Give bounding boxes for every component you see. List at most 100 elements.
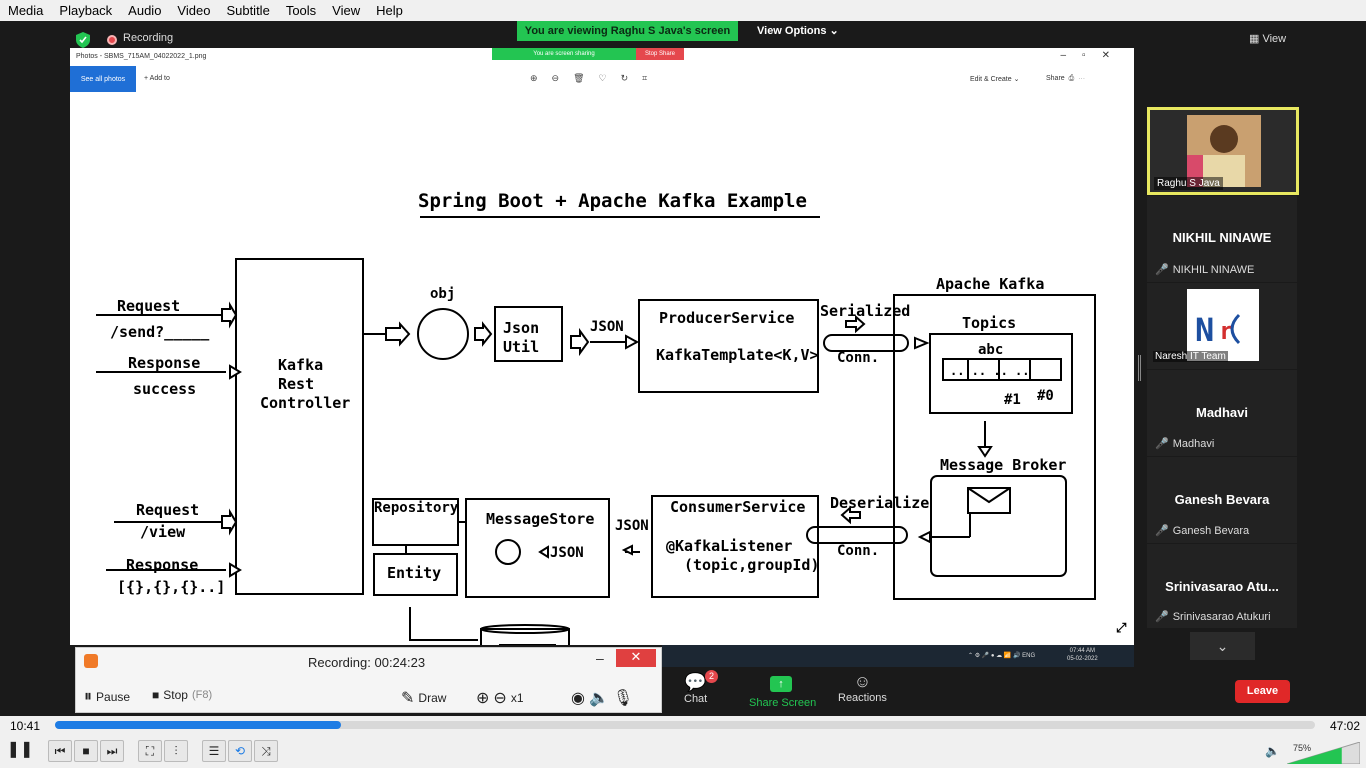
recorder-minimize-button[interactable]: – [596, 650, 604, 666]
json-label-1: JSON [590, 319, 624, 335]
menu-subtitle[interactable]: Subtitle [226, 3, 270, 18]
edit-create-label: Edit & Create [970, 76, 1012, 83]
window-controls[interactable]: –▫✕ [1060, 50, 1126, 61]
participant-small-name: Srinivasarao Atukuri [1172, 611, 1271, 623]
menu-view[interactable]: View [332, 3, 361, 18]
participant-big-name: Madhavi [1195, 405, 1248, 420]
participant-big-name: Ganesh Bevara [1174, 492, 1270, 507]
topic-abc-label: abc [978, 342, 1003, 358]
svg-text:N: N [1195, 311, 1214, 349]
obj-label: obj [430, 286, 455, 302]
participant-tile[interactable]: NIKHIL NINAWE 🎤NIKHIL NINAWE [1147, 196, 1297, 282]
listener-args-label: (topic,groupId) [684, 556, 819, 574]
share-screen-icon[interactable]: ↑ [770, 676, 792, 692]
extended-settings-button[interactable]: ⫶ [164, 740, 188, 762]
panel-resize-handle[interactable] [1138, 355, 1141, 381]
language-indicator: ENG [1022, 653, 1036, 659]
volume-percent: 75% [1293, 743, 1312, 753]
mic-off-icon: 🎤 [1155, 438, 1169, 450]
menu-media[interactable]: Media [8, 3, 44, 18]
system-tray[interactable]: ⌃ ⚙ 🎤 ● ☁ 📶 🔊 ENG [968, 653, 1036, 659]
reactions-button[interactable]: ☺ Reactions [838, 672, 887, 704]
photo-tools[interactable]: ⊕⊖🗑♡↻⌗ [530, 73, 662, 83]
speaker-icon[interactable]: 🔈 [588, 690, 609, 707]
zoom-controls[interactable]: ⊕⊖x1 [476, 688, 524, 708]
menu-audio[interactable]: Audio [128, 3, 162, 18]
svg-text:r: r [1219, 317, 1233, 345]
participant-tile[interactable]: Madhavi 🎤Madhavi [1147, 370, 1297, 456]
clock-date: 05-02-2022 [1067, 656, 1098, 662]
view-button[interactable]: ▦ View [1249, 32, 1286, 45]
seek-bar-fill [55, 721, 342, 729]
share-label: Share [1046, 75, 1065, 82]
participant-small-name: Madhavi [1172, 438, 1215, 450]
participant-tile[interactable]: Ganesh Bevara 🎤Ganesh Bevara [1147, 457, 1297, 543]
reactions-label: Reactions [838, 692, 887, 704]
pause-play-button[interactable]: ❚❚ [6, 741, 34, 758]
edit-create-button[interactable]: Edit & Create ⌄ [970, 76, 1020, 83]
serialized-label: Serialized [820, 302, 910, 320]
add-to-label: Add to [149, 75, 170, 82]
stop-share-button[interactable]: Stop Share [636, 48, 684, 60]
volume-icon[interactable]: 🔈 [1265, 744, 1280, 758]
menu-tools[interactable]: Tools [285, 3, 317, 18]
loop-button[interactable]: ⟲ [228, 740, 252, 762]
recording-timer: Recording: 00:24:23 [308, 655, 426, 670]
seek-bar[interactable] [55, 721, 1315, 729]
viewing-banner: You are viewing Raghu S Java's screen [517, 21, 738, 41]
leave-button[interactable]: Leave [1235, 680, 1290, 703]
view-options-label: View Options [757, 25, 827, 37]
playlist-button[interactable]: ☰ [202, 740, 226, 762]
share-screen-label[interactable]: Share Screen [749, 697, 817, 709]
share-button[interactable]: Share ⎙ ⋯ [1046, 75, 1086, 82]
next-button[interactable]: ⏭ [100, 740, 124, 762]
conn-label-1: Conn. [837, 350, 879, 366]
active-speaker-tile[interactable]: Raghu S Java [1147, 107, 1299, 195]
participant-small-name: Naresh IT Team [1153, 351, 1228, 362]
entity-label: Entity [387, 564, 441, 582]
menu-help[interactable]: Help [376, 3, 403, 18]
shuffle-button[interactable]: ⤨ [254, 740, 278, 762]
participant-tile[interactable]: N r Naresh IT Team [1147, 283, 1297, 369]
mic-off-icon: 🎤 [1155, 611, 1169, 623]
chat-button[interactable]: 💬 Chat [684, 672, 707, 705]
partition-0-label: #0 [1037, 388, 1054, 404]
pause-button[interactable]: ⏸Pause [84, 688, 130, 706]
elapsed-time: 10:41 [10, 719, 41, 733]
menu-video[interactable]: Video [177, 3, 211, 18]
add-to-button[interactable]: + Add to [144, 75, 170, 82]
expand-icon[interactable]: ⤢ [1116, 621, 1126, 636]
zoom-in-icon[interactable]: ⊕ [476, 690, 490, 707]
recorder-app-icon [84, 654, 98, 668]
menu-playback[interactable]: Playback [59, 3, 113, 18]
participant-tile[interactable]: Srinivasarao Atu... 🎤Srinivasarao Atukur… [1147, 544, 1297, 628]
stop-recording-button[interactable]: ■Stop(F8) [152, 688, 212, 702]
naresh-logo-icon: N r [1187, 289, 1259, 361]
zoom-level: x1 [510, 691, 524, 705]
stop-key-label: (F8) [191, 689, 213, 701]
volume-slider[interactable] [1287, 742, 1360, 764]
media-toggles[interactable]: ◉🔈🎙 [571, 688, 633, 708]
view-options-button[interactable]: View Options ⌄ [757, 24, 839, 37]
kafka-diagram: Spring Boot + Apache Kafka Example Reque… [96, 190, 1126, 645]
consumer-service-label: ConsumerService [670, 498, 805, 516]
microphone-icon[interactable]: 🎙 [612, 690, 634, 707]
shield-icon[interactable] [76, 32, 90, 48]
zoom-out-icon[interactable]: ⊖ [493, 690, 507, 707]
repository-label: Repository [374, 500, 459, 516]
stop-button[interactable]: ■ [74, 740, 98, 762]
producer-service-label: ProducerService [659, 309, 794, 327]
recorder-close-button[interactable]: ✕ [616, 649, 656, 667]
chevron-down-icon[interactable]: ⌄ [1190, 632, 1255, 660]
chat-label: Chat [684, 693, 708, 705]
response-label-1: Response [128, 354, 200, 372]
fullscreen-button[interactable]: ⛶ [138, 740, 162, 762]
previous-button[interactable]: ⏮ [48, 740, 72, 762]
stop-label: Stop [163, 688, 188, 702]
partition-1-label: #1 [1004, 392, 1021, 408]
webcam-icon[interactable]: ◉ [571, 690, 585, 707]
see-all-photos-button[interactable]: See all photos [70, 66, 136, 92]
draw-button[interactable]: ✎Draw [401, 688, 446, 708]
